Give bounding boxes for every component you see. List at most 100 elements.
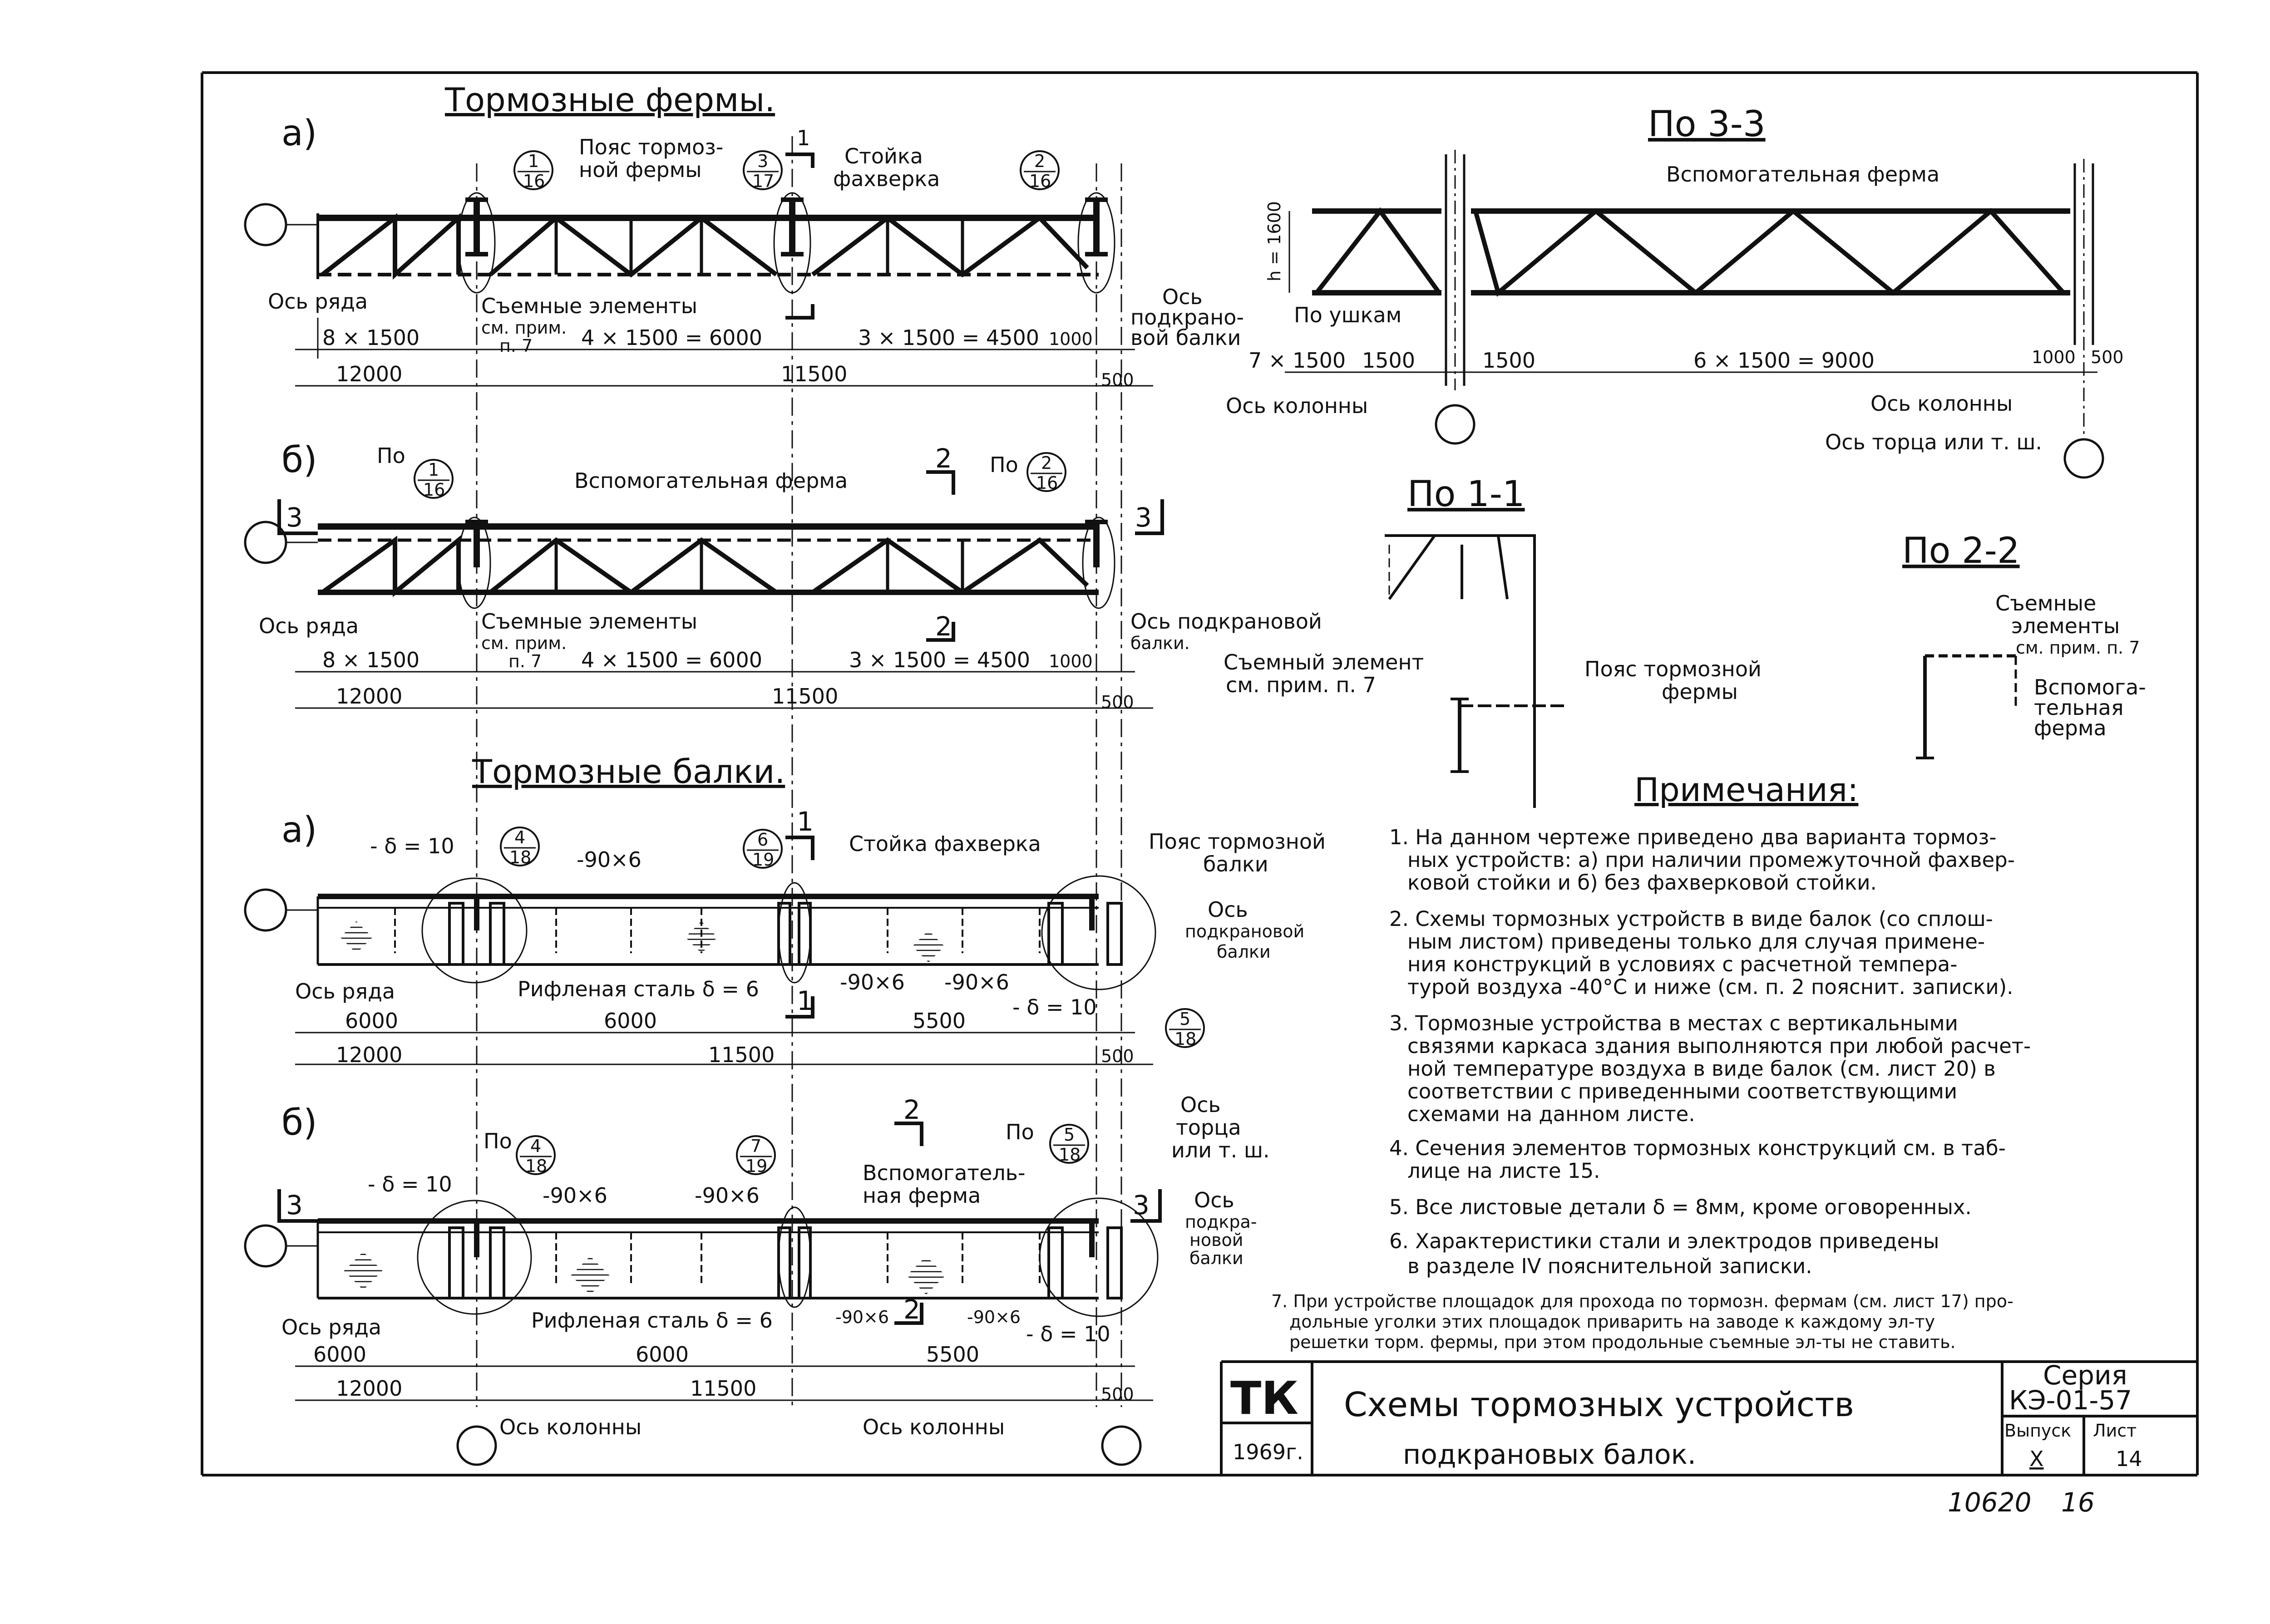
note-7-line: дольные уголки этих площадок приварить н…	[1289, 1312, 1935, 1332]
trusses-title: Тормозные фермы.	[444, 81, 775, 119]
detail-ref-bubble: 5 18	[1049, 1124, 1089, 1165]
dim-label: 6 × 1500 = 9000	[1693, 348, 1875, 373]
dim-label: 11500	[772, 684, 838, 709]
svg-text:3: 3	[1135, 502, 1152, 533]
detail-ref-bubble: 4 18	[516, 1135, 556, 1176]
plate-label: -90×6	[695, 1183, 760, 1208]
beams-a-diagram	[244, 836, 1156, 1065]
dim-label: 12000	[336, 684, 402, 709]
note-line: ной температуре воздуха в виде балок (см…	[1407, 1057, 1996, 1081]
note-line: 6. Характеристики стали и электродов при…	[1389, 1229, 1939, 1253]
end-axis-label: Ось	[1180, 1093, 1221, 1117]
detail-ref-bubble: 5 18	[1165, 1008, 1205, 1049]
plate-label: -90×6	[944, 970, 1009, 994]
dim-label: 12000	[336, 1043, 402, 1067]
post-callout-line1: Стойка	[844, 144, 923, 168]
svg-text:см. прим. п. 7: см. прим. п. 7	[2016, 638, 2140, 658]
dim-label: 11500	[690, 1376, 756, 1401]
detail-ref-bubble: 6 19	[743, 829, 783, 870]
dim-label: 3 × 1500 = 4500	[858, 325, 1039, 350]
svg-text:подкрановой: подкрановой	[1185, 921, 1304, 941]
svg-text:элементы: элементы	[2011, 614, 2120, 638]
svg-text:4: 4	[514, 827, 525, 847]
note-line: ковой стойки и б) без фахверковой стойки…	[1407, 871, 1877, 895]
beams-a-labels: Тормозные балки. а) - δ = 10 4 18 -90×6 …	[281, 753, 1326, 1067]
chord-label: Пояс тормозной	[1149, 829, 1326, 854]
column-axis-label: Ось колонны	[1226, 394, 1368, 418]
series-label: Серия	[2043, 1360, 2127, 1391]
svg-text:6: 6	[757, 830, 768, 850]
svg-text:По: По	[1006, 1120, 1034, 1144]
svg-text:подкрано-: подкрано-	[1130, 305, 1244, 330]
note-line: 4. Сечения элементов тормозных конструкц…	[1389, 1136, 2006, 1160]
detail-ref-bubble: 1 16	[414, 459, 454, 500]
section-1-1-labels: По 1-1 Съемный элемент см. прим. п. 7 По…	[1224, 474, 1762, 704]
note-7-line: 7. При устройстве площадок для прохода п…	[1271, 1291, 2013, 1311]
variant-b-label: б)	[281, 440, 317, 481]
dim-label: 1500	[1362, 348, 1415, 373]
detail-ref-bubble: 2 16	[1020, 150, 1060, 191]
dim-label: 6000	[604, 1009, 657, 1033]
section-mark-2: 2	[903, 1094, 920, 1125]
crane-axis-label: Ось подкрановой	[1130, 609, 1322, 634]
dim-label: 4 × 1500 = 6000	[581, 325, 762, 350]
svg-text:ная ферма: ная ферма	[863, 1183, 981, 1208]
removable-element-label: Съемный элемент	[1224, 650, 1424, 674]
dim-label: 6000	[345, 1009, 398, 1033]
row-axis-label: Ось ряда	[295, 979, 395, 1004]
svg-text:18: 18	[1059, 1145, 1081, 1165]
svg-text:2: 2	[935, 611, 952, 642]
svg-text:см. прим. п. 7: см. прим. п. 7	[1226, 673, 1376, 697]
detail-ref-bubble: 2 16	[1026, 452, 1066, 493]
issue-label: Выпуск	[2004, 1421, 2071, 1441]
dim-label: 500	[1101, 1046, 1134, 1066]
sheet-label: Лист	[2093, 1421, 2137, 1441]
svg-text:п. 7: п. 7	[499, 336, 533, 356]
detail-ref-bubble: 7 19	[736, 1135, 776, 1176]
note-line: соответствии с приведенными соответствую…	[1407, 1079, 1957, 1103]
dim-label: 11500	[708, 1043, 775, 1067]
dim-label: 6000	[636, 1342, 689, 1367]
svg-text:тельная: тельная	[2034, 695, 2124, 720]
section-3-3-title: По 3-3	[1648, 104, 1766, 145]
svg-text:16: 16	[423, 480, 445, 500]
column-axis-label: Ось колонны	[499, 1415, 642, 1439]
beams-title: Тормозные балки.	[472, 753, 785, 791]
section-2-2-title: По 2-2	[1902, 531, 2020, 571]
trusses-b-diagram	[244, 470, 1164, 709]
sheet-frame	[201, 71, 2199, 1476]
dim-label: 8 × 1500	[322, 325, 419, 350]
svg-text:3: 3	[1133, 1190, 1150, 1220]
note-line: ным листом) приведены только для случая …	[1407, 930, 1985, 954]
dim-label: 11500	[781, 362, 847, 386]
plate-label: -90×6	[577, 847, 642, 872]
svg-text:18: 18	[1174, 1029, 1196, 1049]
dim-label: 12000	[336, 362, 402, 386]
svg-text:п. 7: п. 7	[508, 651, 542, 671]
svg-text:16: 16	[523, 171, 545, 191]
note-line: 2. Схемы тормозных устройств в виде бало…	[1389, 907, 1993, 931]
section-2-2-diagram	[1916, 654, 2017, 759]
section-3-3-diagram	[1285, 150, 2104, 479]
beams-b-diagram	[244, 1122, 1162, 1466]
column-axis-label: Ось колонны	[863, 1415, 1005, 1439]
svg-text:Съемные: Съемные	[1995, 591, 2096, 615]
svg-text:1: 1	[428, 460, 439, 480]
aux-truss-label: Вспомогательная ферма	[1666, 162, 1939, 187]
note-line: ния конструкций в условиях с расчетной т…	[1407, 952, 1957, 976]
thickness-label: - δ = 10	[368, 1172, 452, 1196]
variant-a-label: а)	[281, 113, 317, 154]
detail-ref-bubble: 3 17	[743, 150, 783, 191]
svg-text:16: 16	[1029, 171, 1051, 191]
svg-text:1: 1	[797, 985, 814, 1016]
svg-text:подкра-: подкра-	[1185, 1212, 1257, 1232]
svg-text:5: 5	[1179, 1009, 1190, 1029]
section-mark-3: 3	[286, 1190, 303, 1220]
svg-text:7: 7	[750, 1136, 761, 1156]
note-line: схемами на данном листе.	[1407, 1102, 1695, 1126]
svg-text:По: По	[990, 453, 1018, 477]
svg-text:или т. ш.: или т. ш.	[1171, 1138, 1270, 1162]
note-line: 1. На данном чертеже приведено два вариа…	[1389, 825, 1997, 849]
svg-text:4: 4	[530, 1136, 541, 1156]
